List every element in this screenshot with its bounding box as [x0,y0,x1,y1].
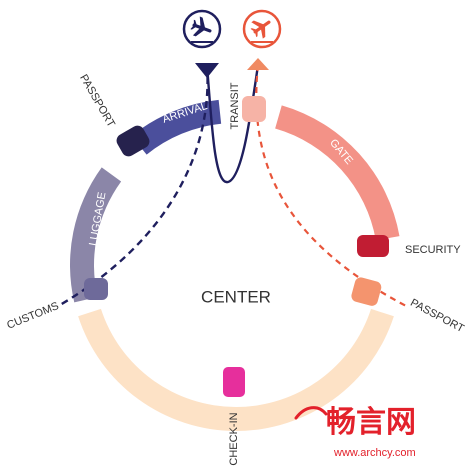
customs-label: CUSTOMS [5,300,60,332]
watermark-brand: 畅言网 [326,405,416,440]
passport-node-left [116,125,150,157]
departure-dashed-route [255,64,409,308]
transit-label: TRANSIT [229,82,241,129]
security-label: SECURITY [405,244,461,256]
lobby-ring-segment [78,308,394,432]
gate-ring-segment [275,105,400,241]
passport-node-right [351,277,382,306]
departure-pointer-icon [247,58,269,70]
watermark-swoosh-icon [294,406,328,420]
checkin-node [223,367,245,397]
checkin-label: CHECK-IN [228,412,240,465]
airplane-departure-icon [242,9,282,49]
arrival-customs-dashed-route [59,64,209,307]
passport-left-label: PASSPORT [77,72,117,129]
center-label: CENTER [201,287,271,306]
passport-right-label: PASSPORT [408,297,466,335]
circulation-ring [69,99,400,432]
transit-node-right [242,96,266,122]
arrival-ring-segment [131,99,222,155]
luggage-ring-segment [69,167,122,303]
security-node [357,235,389,257]
watermark-url: www.archcy.com [333,447,416,459]
airplane-arrival-icon [182,9,222,49]
customs-node [84,278,108,300]
arrival-pointer-icon [195,63,219,78]
watermark: 畅言网 www.archcy.com [294,405,416,459]
